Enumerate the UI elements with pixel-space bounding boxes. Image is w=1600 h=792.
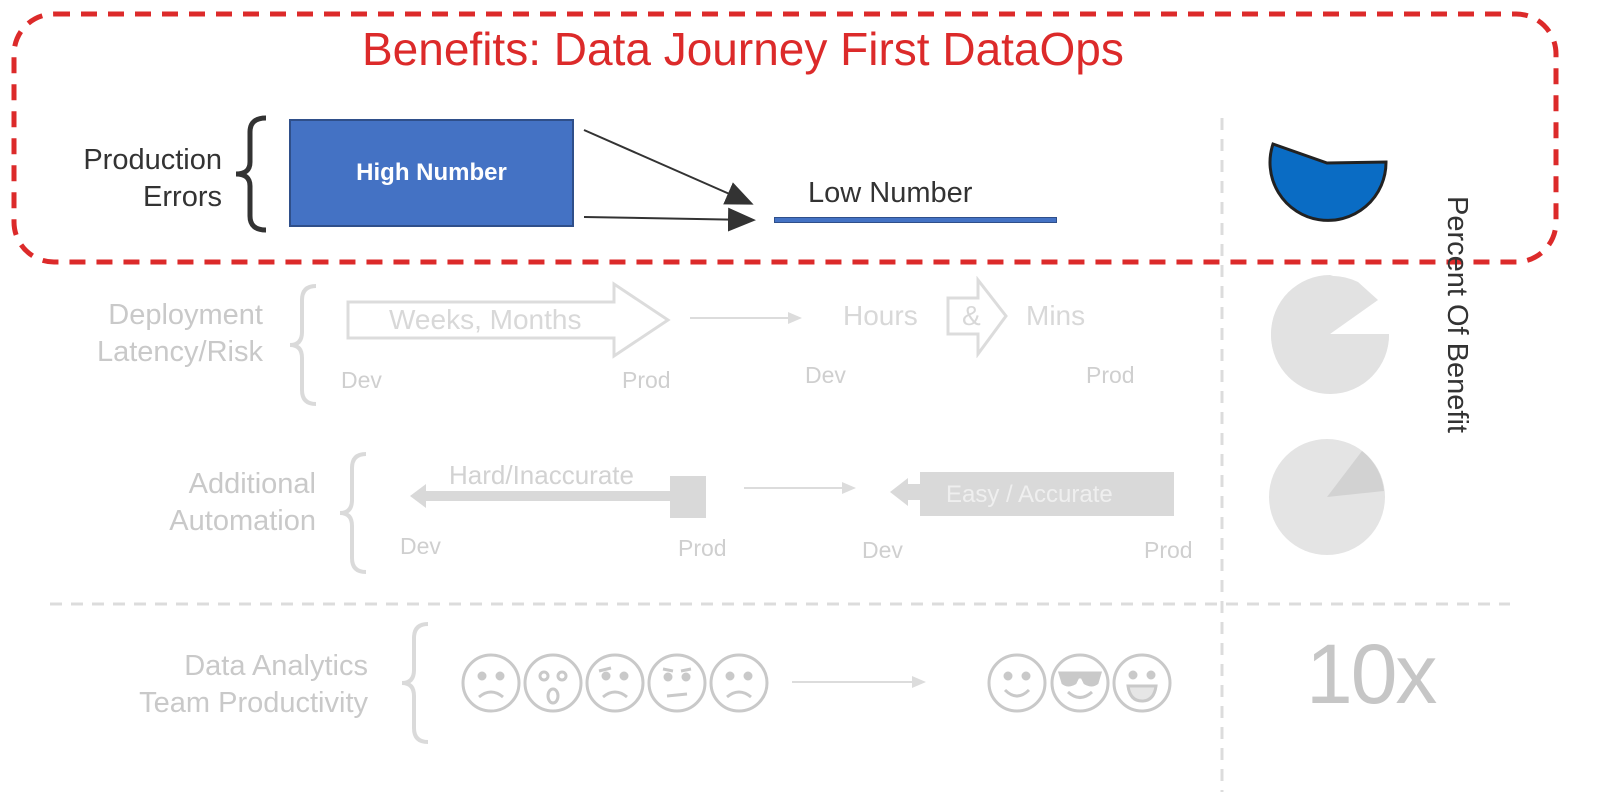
- percent-of-benefit-label: Percent Of Benefit: [1441, 196, 1473, 433]
- row-label-line2: Errors: [143, 181, 222, 213]
- bracket: [235, 115, 267, 233]
- benefit-pie-gray: [1271, 275, 1390, 394]
- bracket: [401, 622, 429, 744]
- reduction-arrows: [583, 129, 756, 232]
- prod-label: Prod: [678, 535, 727, 561]
- worried-face-icon: [647, 653, 707, 713]
- high-number-box: High Number: [289, 119, 574, 227]
- additional-automation-label: Additional Automation: [169, 466, 316, 540]
- row-label-line1: Production: [83, 144, 222, 176]
- low-number-bar: [774, 217, 1057, 223]
- hard-inaccurate-bar: [410, 476, 706, 518]
- bracket: [339, 452, 367, 574]
- prod-label: Prod: [622, 367, 671, 393]
- easy-accurate-bar: [890, 472, 1174, 516]
- production-errors-label: Production Errors: [83, 142, 222, 216]
- hard-inaccurate-label: Hard/Inaccurate: [449, 460, 634, 490]
- dev-label: Dev: [805, 362, 846, 388]
- smile-face-icon: [987, 653, 1047, 713]
- row-label-line2: Latency/Risk: [96, 336, 263, 368]
- prod-label: Prod: [1086, 362, 1135, 388]
- prod-label: Prod: [1144, 537, 1193, 563]
- dev-label: Dev: [400, 533, 441, 559]
- small-arrow-shape: [946, 276, 1008, 358]
- ten-x-result: 10x: [1306, 627, 1437, 721]
- ampersand-label: &: [962, 300, 981, 331]
- sad-faces-group: [461, 653, 769, 713]
- slide-title: Benefits: Data Journey First DataOps: [362, 23, 1124, 75]
- transition-arrow: [744, 482, 856, 494]
- deployment-latency-label: Deployment Latency/Risk: [97, 297, 263, 371]
- row-label-line1: Deployment: [108, 299, 263, 331]
- productivity-arrow: [792, 676, 926, 688]
- row-label-line2: Automation: [169, 505, 316, 537]
- row-label-line1: Additional: [188, 468, 316, 500]
- transition-arrow: [690, 312, 802, 324]
- bracket: [289, 284, 317, 406]
- sad-face-icon: [709, 653, 769, 713]
- happy-faces-group: [987, 653, 1172, 713]
- sad-face-icon: [585, 653, 645, 713]
- dev-label: Dev: [341, 367, 382, 393]
- weeks-months-label: Weeks, Months: [389, 304, 582, 335]
- grin-face-icon: [1112, 653, 1172, 713]
- team-productivity-label: Data Analytics Team Productivity: [139, 648, 368, 722]
- benefit-pie-light: [1269, 439, 1385, 555]
- hours-label: Hours: [843, 300, 918, 331]
- mins-label: Mins: [1026, 300, 1086, 331]
- benefit-pie-blue: [1268, 142, 1388, 222]
- low-number-label: Low Number: [808, 177, 973, 209]
- weeks-months-arrow: [346, 281, 671, 359]
- easy-accurate-label: Easy / Accurate: [946, 481, 1113, 508]
- dev-label: Dev: [862, 537, 903, 563]
- sad-face-icon: [461, 653, 521, 713]
- sunglasses-face-icon: [1050, 653, 1110, 713]
- surprised-face-icon: [523, 653, 583, 713]
- row-label-line2: Team Productivity: [139, 687, 368, 719]
- row-label-line1: Data Analytics: [184, 650, 368, 682]
